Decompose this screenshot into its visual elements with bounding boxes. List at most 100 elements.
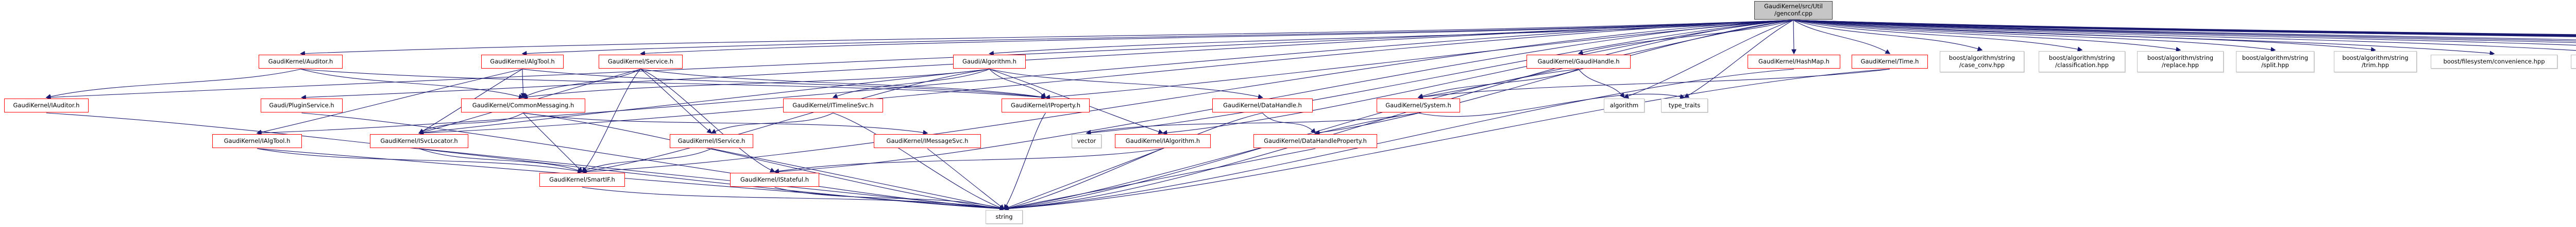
include-edge-root-to-b_common_attributes xyxy=(1793,20,2576,37)
graph-node-plugin_service[interactable]: Gaudi/PluginService.h xyxy=(261,99,343,112)
include-edge-root-to-auditor_h xyxy=(300,20,1794,56)
include-edge-root-to-std_fstream xyxy=(1793,20,2576,36)
graph-node-auditor_h[interactable]: GaudiKernel/Auditor.h xyxy=(259,55,343,69)
include-edge-common_messaging-to-smartif_h xyxy=(523,112,583,173)
graph-node-itimelinesvc_h[interactable]: GaudiKernel/ITimelineSvc.h xyxy=(783,99,883,112)
graph-node-isvclocator_h[interactable]: GaudiKernel/ISvcLocator.h xyxy=(370,134,468,148)
include-edge-root-to-ialgorithm_h xyxy=(1162,20,1794,136)
include-edge-system_h-to-std_vector xyxy=(1086,112,1419,135)
include-edge-root-to-isvclocator_h xyxy=(418,20,1794,136)
include-edge-root-to-fmt_format_h xyxy=(1793,20,2576,36)
include-edge-service_h-to-common_messaging xyxy=(522,69,641,98)
include-edge-root-to-b_split xyxy=(1793,20,2276,52)
include-edge-datahandle_h-to-std_string xyxy=(1003,112,1263,210)
graph-node-imessagesvc_h[interactable]: GaudiKernel/IMessageSvc.h xyxy=(874,134,981,148)
include-edge-gaudihandle_h-to-std_algorithm xyxy=(1578,69,1625,99)
include-edge-system_h-to-std_string xyxy=(1003,112,1419,211)
include-edge-istateful_h-to-std_string xyxy=(774,187,1005,210)
include-edge-auditor_h-to-common_messaging xyxy=(300,69,524,99)
include-edge-root-to-b_classification xyxy=(1793,20,2083,52)
include-edge-service_h-to-smartif_h xyxy=(581,69,641,173)
graph-node-time_h[interactable]: GaudiKernel/Time.h xyxy=(1852,55,1928,69)
graph-node-b_convenience: boost/filesystem/convenience.hpp xyxy=(2431,55,2557,69)
graph-node-std_type_traits: type_traits xyxy=(1661,99,1708,112)
graph-node-smartif_h[interactable]: GaudiKernel/SmartIF.h xyxy=(539,173,625,187)
include-edge-root-to-time_h xyxy=(1793,20,1891,54)
include-edge-root-to-b_log_trivial xyxy=(1793,20,2576,40)
graph-node-datahandleproperty_h[interactable]: GaudiKernel/DataHandleProperty.h xyxy=(1253,134,1377,148)
include-edge-isvclocator_h-to-smartif_h xyxy=(419,148,583,173)
graph-node-iservice_h[interactable]: GaudiKernel/IService.h xyxy=(670,134,753,148)
include-edge-gaudi_algorithm-to-datahandle_h xyxy=(989,69,1263,100)
include-edge-imessagesvc_h-to-std_string xyxy=(927,148,1005,209)
include-edge-iproperty_h-to-std_string xyxy=(1004,112,1046,210)
graph-node-std_algorithm: algorithm xyxy=(1604,99,1645,112)
include-edge-gaudi_algorithm-to-iproperty_h xyxy=(989,69,1046,99)
graph-node-common_messaging[interactable]: GaudiKernel/CommonMessaging.h xyxy=(461,99,585,112)
include-edge-datahandleproperty_h-to-std_string xyxy=(1003,148,1316,211)
include-edge-root-to-std_sstream xyxy=(1793,20,2576,35)
include-edge-root-to-b_convenience xyxy=(1793,20,2495,56)
graph-node-std_vector: vector xyxy=(1072,134,1101,148)
include-edge-root-to-std_set xyxy=(1793,20,2576,35)
include-edge-itimelinesvc_h-to-iservice_h xyxy=(710,112,834,134)
graph-node-hashmap_h[interactable]: GaudiKernel/HashMap.h xyxy=(1748,55,1840,69)
include-edge-gaudihandle_h-to-system_h xyxy=(1417,69,1579,99)
include-edge-root-to-b_log_expressions xyxy=(1793,20,2576,42)
include-edge-isvclocator_h-to-std_string xyxy=(419,148,1005,212)
include-edge-gaudi_algorithm-to-itimelinesvc_h xyxy=(832,69,990,99)
include-edge-root-to-ialgtool_h xyxy=(256,20,1794,136)
include-edge-root-to-algtool_h xyxy=(521,20,1794,56)
include-edge-service_h-to-iservice_h xyxy=(640,69,713,134)
graph-node-b_replace: boost/algorithm/string /replace.hpp xyxy=(2137,51,2224,72)
graph-node-ialgorithm_h[interactable]: GaudiKernel/IAlgorithm.h xyxy=(1115,134,1211,148)
graph-node-algtool_h[interactable]: GaudiKernel/AlgTool.h xyxy=(481,55,564,69)
include-edge-root-to-b_fs_operations xyxy=(1793,20,2576,46)
include-edge-root-to-b_log_core xyxy=(1793,20,2576,43)
include-edge-root-to-smartif_h xyxy=(581,20,1794,174)
include-edge-ialgorithm_h-to-istateful_h xyxy=(774,148,1163,174)
include-edge-root-to-gaudihandle_h xyxy=(1578,20,1794,55)
graph-node-datahandle_h[interactable]: GaudiKernel/DataHandle.h xyxy=(1212,99,1313,112)
include-edge-root-to-b_fs_exception xyxy=(1793,20,2576,51)
graph-node-b_trim: boost/algorithm/string /trim.hpp xyxy=(2334,51,2417,72)
include-edge-root-to-std_exception xyxy=(1793,20,2576,36)
include-edge-datahandle_h-to-datahandleproperty_h xyxy=(1262,112,1316,134)
include-edge-common_messaging-to-isvclocator_h xyxy=(418,112,523,134)
root-node-root: GaudiKernel/src/Util /genconf.cpp xyxy=(1754,1,1833,20)
graph-node-b_fs_exception: boost/filesystem/exception.hpp xyxy=(2571,55,2576,69)
graph-node-iauditor_h[interactable]: GaudiKernel/IAuditor.h xyxy=(4,99,89,112)
include-edge-root-to-b_replace xyxy=(1793,20,2181,52)
include-edge-root-to-std_string xyxy=(1003,20,1794,212)
include-edge-root-to-iproperty_h xyxy=(1045,20,1794,100)
graph-node-ialgtool_h[interactable]: GaudiKernel/IAlgTool.h xyxy=(212,134,302,148)
include-edge-common_messaging-to-imessagesvc_h xyxy=(523,112,928,135)
include-edge-common_messaging-to-std_string xyxy=(523,112,1005,211)
graph-node-system_h[interactable]: GaudiKernel/System.h xyxy=(1377,99,1460,112)
graph-node-gaudi_algorithm[interactable]: Gaudi/Algorithm.h xyxy=(953,55,1026,69)
include-edge-time_h-to-system_h xyxy=(1417,69,1890,100)
include-edge-root-to-b_console xyxy=(1793,20,2576,36)
include-edge-root-to-b_case_conv xyxy=(1793,20,1983,52)
include-edge-service_h-to-iproperty_h xyxy=(640,69,1046,100)
include-edge-iservice_h-to-smartif_h xyxy=(581,148,712,173)
include-edge-service_h-to-istateful_h xyxy=(640,69,775,173)
graph-node-gaudihandle_h[interactable]: GaudiKernel/GaudiHandle.h xyxy=(1527,55,1631,69)
include-edge-root-to-istateful_h xyxy=(774,20,1794,174)
include-edge-root-to-service_h xyxy=(640,20,1794,56)
include-edge-root-to-gaudi_algorithm xyxy=(989,20,1794,56)
graph-node-b_classification: boost/algorithm/string /classification.h… xyxy=(2039,51,2125,72)
include-edge-smartif_h-to-std_string xyxy=(582,187,1005,211)
include-edge-ialgorithm_h-to-std_string xyxy=(1003,148,1163,210)
include-edge-itimelinesvc_h-to-std_string xyxy=(833,112,1005,210)
include-edge-iauditor_h-to-std_string xyxy=(46,112,1005,212)
graph-node-iproperty_h[interactable]: GaudiKernel/IProperty.h xyxy=(1002,99,1090,112)
include-edge-root-to-b_trim xyxy=(1793,20,2376,53)
graph-node-istateful_h[interactable]: GaudiKernel/IStateful.h xyxy=(730,173,819,187)
graph-node-b_case_conv: boost/algorithm/string /case_conv.hpp xyxy=(1940,51,2024,72)
include-edge-root-to-datahandleproperty_h xyxy=(1314,20,1794,135)
graph-node-service_h[interactable]: GaudiKernel/Service.h xyxy=(599,55,683,69)
include-edge-root-to-hashmap_h xyxy=(1791,20,1797,55)
